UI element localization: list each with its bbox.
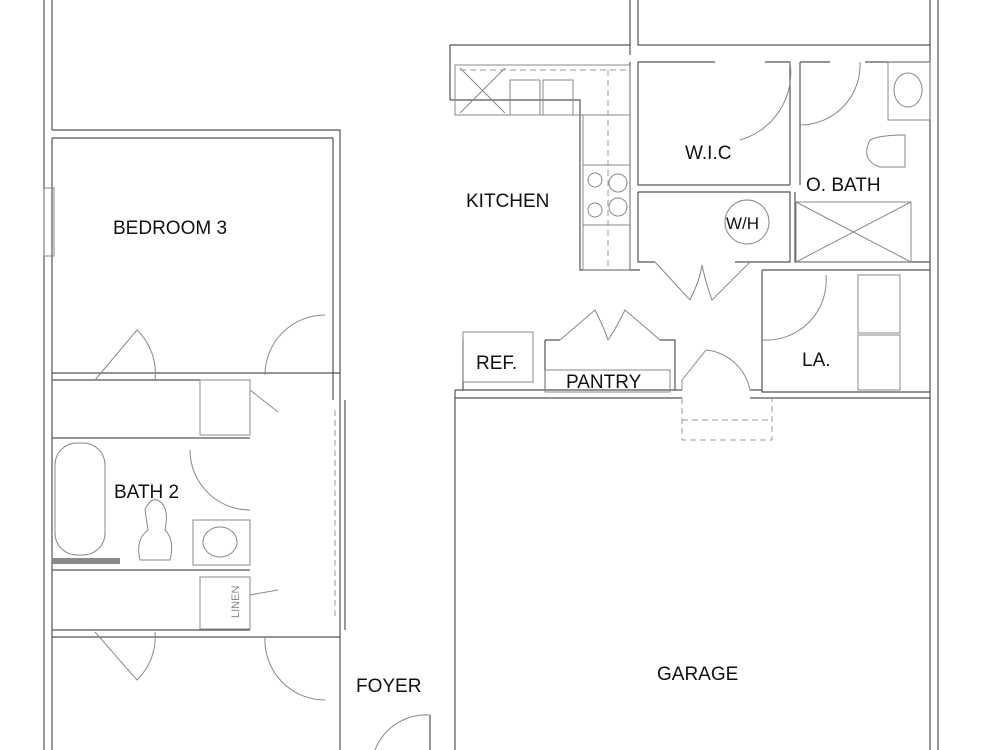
room-label-bath-2: BATH 2 xyxy=(114,482,179,503)
room-label-laundry: LA. xyxy=(802,350,831,371)
room-label-water-heater: W/H xyxy=(726,214,759,233)
room-label-foyer: FOYER xyxy=(356,676,421,697)
water-heater xyxy=(724,199,770,245)
kitchen-cabinets xyxy=(454,64,631,271)
walls xyxy=(43,0,939,750)
room-label-garage: GARAGE xyxy=(657,664,738,685)
room-label-bedroom-3: BEDROOM 3 xyxy=(113,218,227,239)
room-label-ref: REF. xyxy=(476,353,517,374)
room-label-pantry: PANTRY xyxy=(566,372,642,393)
room-label-kitchen: KITCHEN xyxy=(466,191,549,212)
room-label-linen: LINEN xyxy=(230,586,242,618)
room-label-wic: W.I.C xyxy=(685,143,731,164)
doors xyxy=(94,61,861,750)
fixtures xyxy=(43,61,931,630)
room-label-o-bath: O. BATH xyxy=(806,175,881,196)
